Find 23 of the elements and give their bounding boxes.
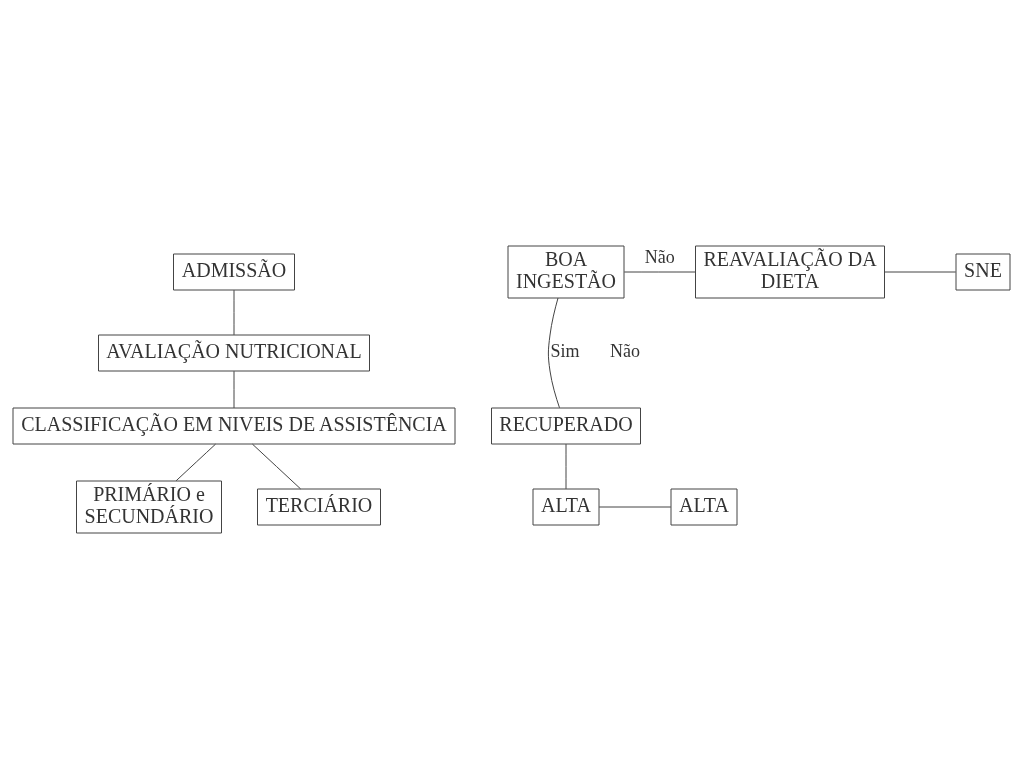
connector [547, 297, 560, 409]
node-box: CLASSIFICAÇÃO EM NIVEIS DE ASSISTÊNCIA [12, 407, 456, 445]
label: Não [610, 341, 640, 362]
edge-label: Sim [550, 341, 580, 362]
node-box: RECUPERADO [491, 407, 641, 445]
node-box: REAVALIAÇÃO DA DIETA [695, 245, 885, 299]
node-box: BOA INGESTÃO [507, 245, 625, 299]
connector [175, 443, 217, 482]
node-box: TERCIÁRIO [257, 488, 381, 526]
node-box: ALTA [670, 488, 738, 526]
node-box: ALTA [532, 488, 600, 526]
node-box: ADMISSÃO [173, 253, 295, 291]
node-box: SNE [955, 253, 1011, 291]
connector [233, 370, 235, 409]
connector [884, 271, 957, 273]
edge-label: Não [644, 247, 675, 268]
connector [623, 271, 696, 273]
node-box: AVALIAÇÃO NUTRICIONAL [98, 334, 370, 372]
connector [251, 443, 302, 490]
connector [598, 506, 672, 508]
connector [565, 443, 567, 490]
node-box: PRIMÁRIO e SECUNDÁRIO [76, 480, 222, 534]
connector [233, 289, 235, 336]
